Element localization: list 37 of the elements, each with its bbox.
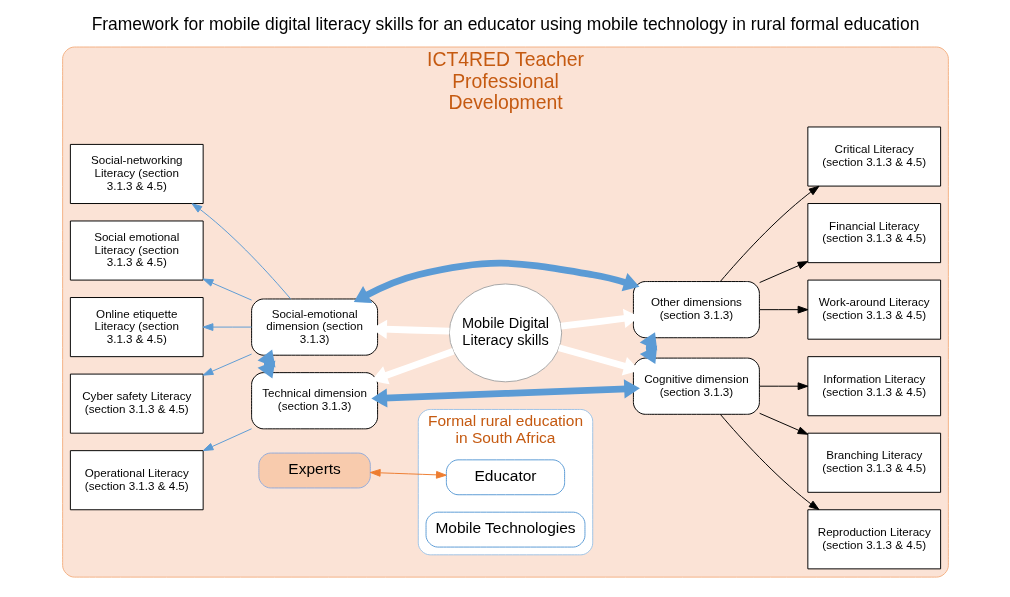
node-box: Branching Literacy (section 3.1.3 & 4.5) (806, 432, 941, 493)
node-box: Technical dimension (section 3.1.3) (250, 372, 378, 430)
arrow (758, 305, 808, 314)
arrow (371, 348, 455, 385)
node-ellipse: Mobile Digital Literacy skills (448, 283, 562, 383)
arrow (719, 414, 819, 511)
node-box: Social-emotional dimension (section 3.1.3) (250, 298, 378, 356)
arrow (202, 353, 252, 376)
node-box: Cyber safety Literacy (section 3.1.3 & 4.5) (69, 373, 204, 434)
diagram-title: Framework for mobile digital literacy skills for an educator using mobile technology in rural formal education (91, 13, 919, 34)
node-box: Reproduction Literacy (section 3.1.3 & 4.5) (806, 509, 941, 570)
node-box: Mobile Technologies (425, 511, 585, 548)
arrow (202, 428, 252, 452)
arrow (202, 278, 252, 301)
arrow (202, 323, 252, 331)
node-box: Other dimensions (section 3.1.3) (632, 281, 760, 339)
arrow (639, 332, 657, 364)
node-box: Work-around Literacy (section 3.1.3 & 4.5) (806, 279, 941, 340)
arrow (719, 185, 819, 282)
arrow (191, 203, 291, 300)
node-box: Financial Literacy (section 3.1.3 & 4.5) (806, 203, 941, 264)
arrow (758, 382, 808, 391)
arrow (370, 379, 640, 408)
node-box: Cognitive dimension (section 3.1.3) (632, 357, 760, 415)
node-box: Social-networking Literacy (section 3.1.3 & 4.5) (69, 143, 204, 204)
arrow (257, 349, 275, 379)
node-box: Information Literacy (section 3.1.3 & 4.5) (806, 356, 941, 417)
node-box: Educator (445, 459, 565, 496)
node-box: Experts (257, 452, 371, 489)
arrow (758, 412, 808, 435)
arrow (758, 261, 808, 284)
arrow (369, 468, 447, 479)
node-box: Online etiquette Literacy (section 3.1.3 & 4.5) (69, 297, 204, 358)
node-box: Social emotional Literacy (section 3.1.3 & 4.5) (69, 220, 204, 281)
node-box: Operational Literacy (section 3.1.3 & 4.5) (69, 450, 204, 511)
node-box: Critical Literacy (section 3.1.3 & 4.5) (806, 126, 941, 187)
arrow (353, 259, 639, 303)
